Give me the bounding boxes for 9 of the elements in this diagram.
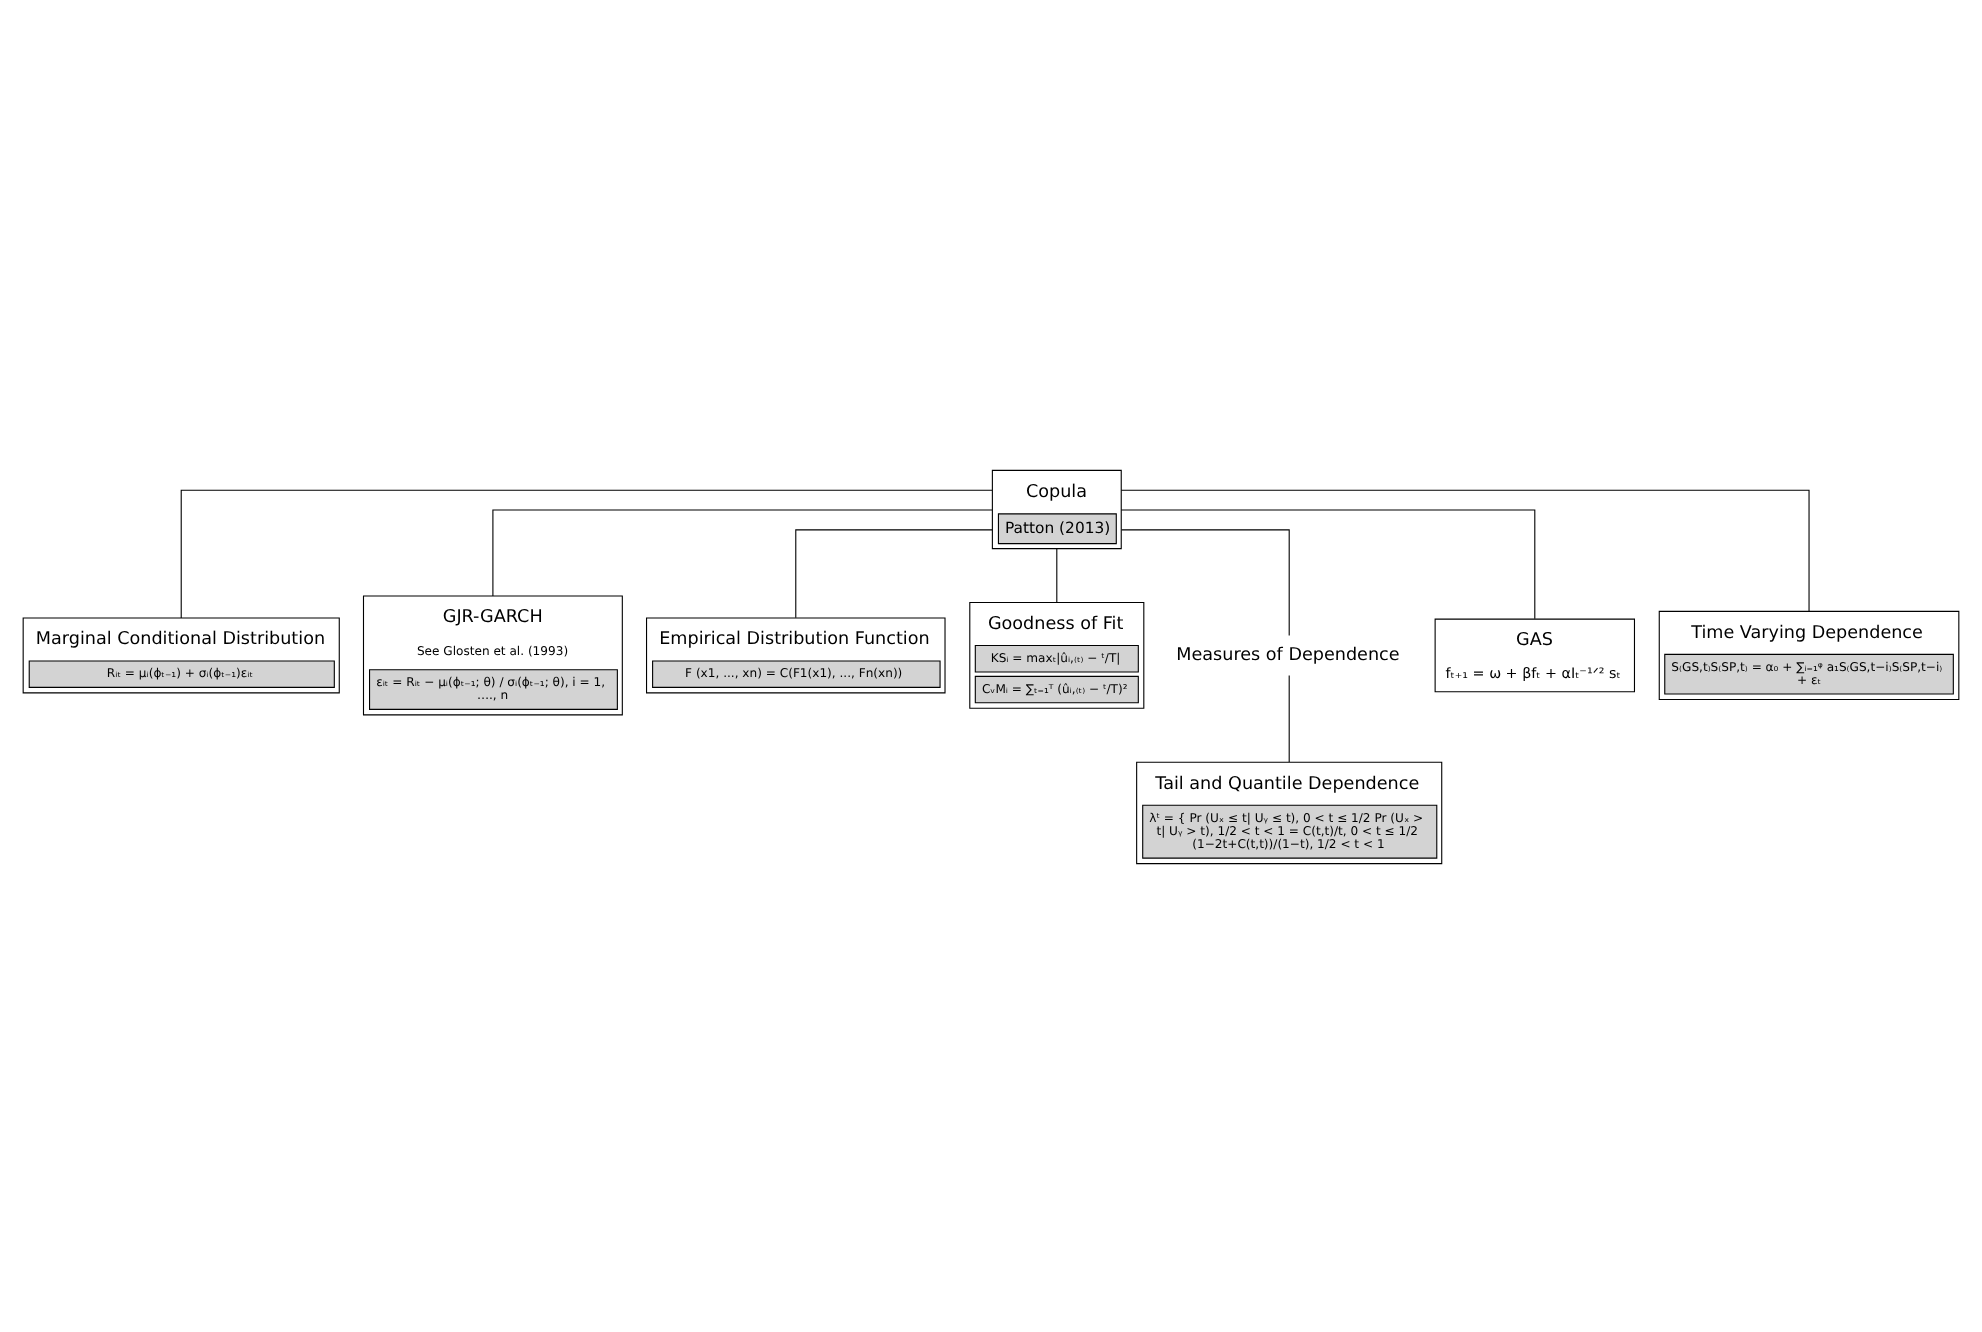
connector (1120, 488, 1810, 611)
connector (795, 528, 993, 618)
connector (180, 488, 993, 618)
connector (1056, 547, 1058, 603)
connector (1288, 673, 1290, 762)
connector (1120, 508, 1536, 619)
node-text: Measures of Dependence (1176, 644, 1400, 665)
connector (492, 508, 993, 596)
connector (1121, 528, 1290, 636)
